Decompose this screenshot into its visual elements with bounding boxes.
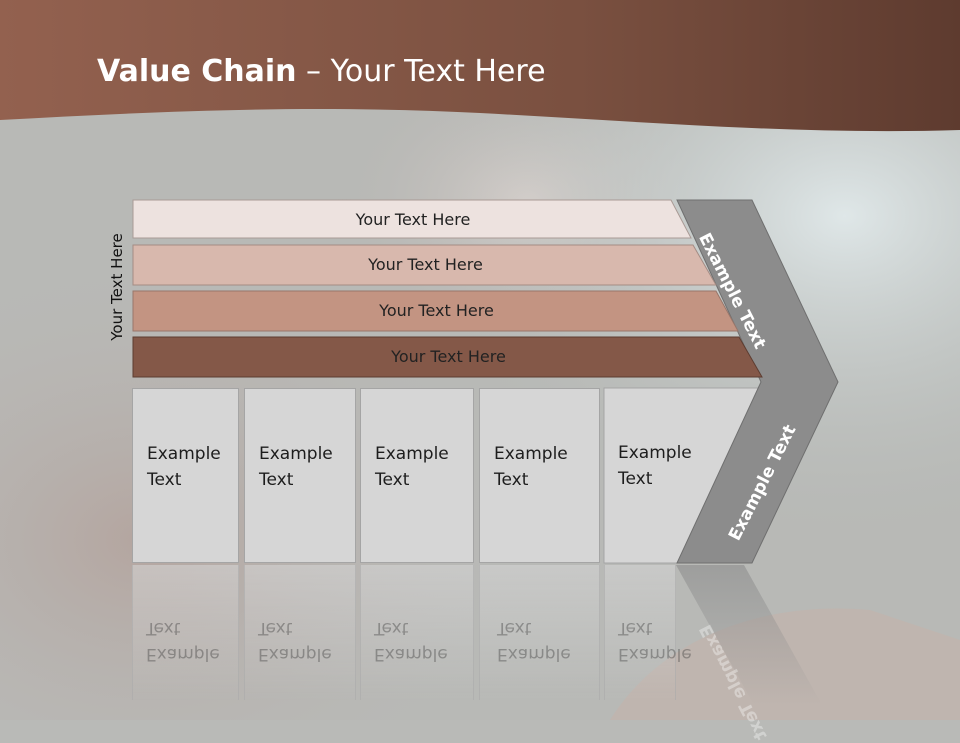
row-label: Your Text Here <box>368 254 483 274</box>
example-box-4: Example Text <box>479 388 600 563</box>
box-line-2: Text <box>375 470 410 490</box>
chevron-arrow <box>676 199 839 564</box>
value-row-1: Your Text Here <box>132 199 693 239</box>
row-label: Your Text Here <box>379 300 494 320</box>
row-label: Your Text Here <box>355 209 471 229</box>
box-line-2: Text <box>259 470 294 490</box>
box-line-2: Text <box>147 470 182 490</box>
example-box-3: Example Text <box>360 388 474 563</box>
example-box-5: Example Text <box>604 388 704 563</box>
row-shape <box>132 199 692 239</box>
value-row-2: Your Text Here <box>132 244 718 286</box>
box-line-2: Text <box>494 470 529 490</box>
row-label: Your Text Here <box>391 346 506 366</box>
box-line-1: Example <box>147 444 221 464</box>
box-line-1: Example <box>375 444 449 464</box>
row-shape <box>132 290 739 332</box>
title-bold: Value Chain <box>97 54 297 89</box>
row-shape <box>132 244 717 286</box>
row-shape <box>132 336 763 378</box>
value-row-3: Your Text Here <box>132 290 740 332</box>
slide-title: Value Chain – Your Text Here <box>97 54 546 89</box>
value-row-4: Your Text Here <box>132 336 764 378</box>
box-line-2: Text <box>618 469 653 489</box>
box-line-1: Example <box>494 444 568 464</box>
header-band <box>0 0 960 132</box>
box-line-1: Example <box>259 444 333 464</box>
title-rest: – Your Text Here <box>296 54 546 89</box>
box-line-1: Example <box>618 443 692 463</box>
example-box-2: Example Text <box>244 388 356 563</box>
example-box-1: Example Text <box>132 388 239 563</box>
